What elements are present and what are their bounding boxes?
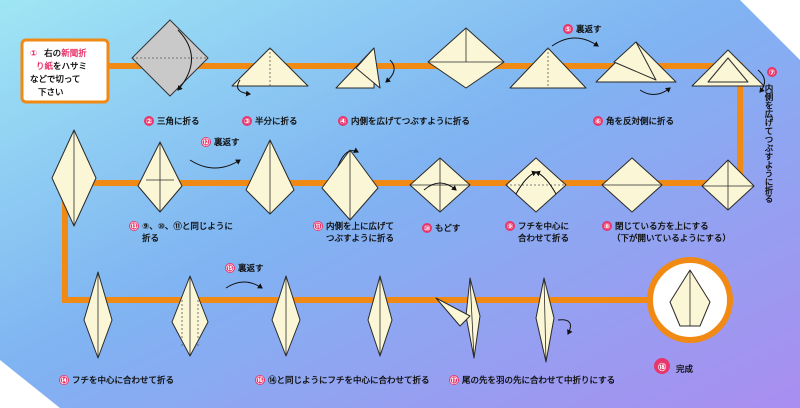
step17-text: 尾の先を羽の先に合わせて中折りにする	[461, 375, 615, 386]
step2-label: ② 三角に折る	[144, 116, 200, 127]
white-corner	[740, 0, 800, 60]
step8-text2: （下が開いているようにする）	[612, 233, 731, 244]
flip-arrow-5: ⑤ 裏返す	[551, 24, 602, 47]
step13-label: ⑬ ⑨、⑩、⑪と同じように 折る	[129, 221, 233, 244]
step3-figure	[231, 47, 309, 97]
step3-num: ③	[244, 117, 251, 126]
step5b-figure	[509, 47, 587, 89]
step13-text2: 折る	[142, 233, 159, 244]
step16-text: ⑭と同じようにフチを中心に合わせて折る	[268, 375, 430, 386]
step10-figure	[409, 157, 471, 213]
step12-text: 裏返す	[213, 137, 240, 148]
step8-num: ⑧	[604, 222, 611, 231]
step4-text: 内側を広げてつぶすように折る	[351, 116, 470, 127]
step8-label: ⑧ 閉じている方を上にする （下が開いているようにする）	[602, 221, 731, 244]
step7-figure	[691, 49, 765, 93]
step2-num: ②	[146, 117, 153, 126]
step7-label: ⑦ 内側を広げてつぶすように折る	[763, 67, 777, 203]
step9-text: フチを中心に	[518, 221, 569, 232]
flip-arrow-12: ⑫ 裏返す	[189, 137, 241, 169]
step15-text: 裏返す	[237, 263, 264, 274]
step14-text: フチを中心に合わせて折る	[72, 375, 174, 386]
step9-figure	[505, 157, 567, 213]
step12-num: ⑫	[202, 137, 210, 147]
step17b-figure	[535, 277, 573, 363]
step9-num: ⑨	[507, 222, 514, 231]
step13-figure	[51, 129, 97, 227]
step3-label: ③ 半分に折る	[242, 116, 298, 127]
step17-label: ⑰ 尾の先を羽の先に合わせて中折りにする	[449, 375, 615, 386]
step6-figure	[595, 41, 677, 95]
intro-line3: などで切って	[30, 74, 80, 85]
step17-num: ⑰	[450, 375, 458, 385]
step16-figure	[271, 275, 301, 357]
step11-label: ⑪ 内側を上に広げて つぶすように折る	[313, 221, 394, 244]
step16b-figure	[367, 275, 393, 357]
step2-text: 三角に折る	[157, 116, 200, 127]
step5-figure	[427, 27, 505, 89]
step7b-figure	[701, 159, 755, 211]
step11-text2: つぶすように折る	[326, 233, 394, 244]
intro-line2a: り紙	[36, 61, 54, 72]
intro-line1a: 右の	[43, 48, 61, 59]
step6-label: ⑥ 角を反対側に折る	[593, 116, 674, 127]
intro-line2b: をハサミ	[53, 62, 87, 72]
final-figure	[647, 257, 733, 343]
svg-text:り紙をハサミ: り紙をハサミ	[36, 61, 87, 72]
flip-arrow-15: ⑮ 裏返す	[225, 263, 264, 289]
step6-text: 角を反対側に折る	[606, 116, 674, 127]
intro-line1b: 新聞折	[61, 48, 87, 59]
step17-figure	[435, 277, 481, 359]
step9-label: ⑨ フチを中心に 合わせて折る	[505, 221, 569, 244]
step4-label: ④ 内側を広げてつぶすように折る	[338, 116, 470, 127]
step14b-figure	[171, 275, 209, 357]
step7-text: 内側を広げてつぶすように折る	[763, 83, 774, 203]
step11b-figure	[245, 139, 295, 215]
step16-num: ⑯	[256, 375, 264, 385]
step5-text: 裏返す	[575, 24, 602, 35]
step3-text: 半分に折る	[255, 116, 298, 127]
step8-text: 閉じている方を上にする	[615, 221, 709, 232]
final-num: ⑱	[658, 362, 666, 372]
intro-box: ① 右の新聞折 り紙をハサミ などで切って 下さい	[20, 38, 110, 104]
step9-text2: 合わせて折る	[517, 233, 569, 244]
svg-text:① 右の新聞折: ① 右の新聞折	[30, 48, 87, 59]
final-text: 完成	[676, 364, 694, 375]
step5-num: ⑤	[565, 25, 572, 34]
step4-figure	[335, 47, 395, 89]
step16-label: ⑯ ⑭と同じようにフチを中心に合わせて折る	[255, 375, 430, 386]
step14-figure	[83, 271, 113, 359]
step11-figure	[321, 147, 379, 221]
step10-num: ⑩	[424, 224, 431, 233]
step13-num: ⑬	[130, 221, 138, 231]
step11-text: 内側を上に広げて	[326, 221, 394, 232]
step4-num: ④	[340, 117, 347, 126]
step10-text: もどす	[435, 223, 461, 234]
intro-num: ①	[30, 49, 37, 59]
step14-num: ⑭	[60, 375, 68, 385]
step6-num: ⑥	[595, 117, 602, 126]
step2-figure	[131, 19, 209, 97]
step12-figure	[137, 141, 183, 213]
step14-label: ⑭ フチを中心に合わせて折る	[59, 375, 174, 386]
final-label: ⑱ 完成	[654, 358, 694, 375]
intro-line4: 下さい	[38, 88, 64, 98]
step8-figure	[601, 157, 663, 213]
step13-text: ⑨、⑩、⑪と同じように	[142, 221, 233, 232]
step7-num: ⑦	[769, 68, 776, 77]
step11-num: ⑪	[314, 221, 322, 231]
step15-num: ⑮	[226, 263, 234, 273]
white-corner	[0, 360, 60, 408]
step10-label: ⑩ もどす	[422, 223, 461, 234]
